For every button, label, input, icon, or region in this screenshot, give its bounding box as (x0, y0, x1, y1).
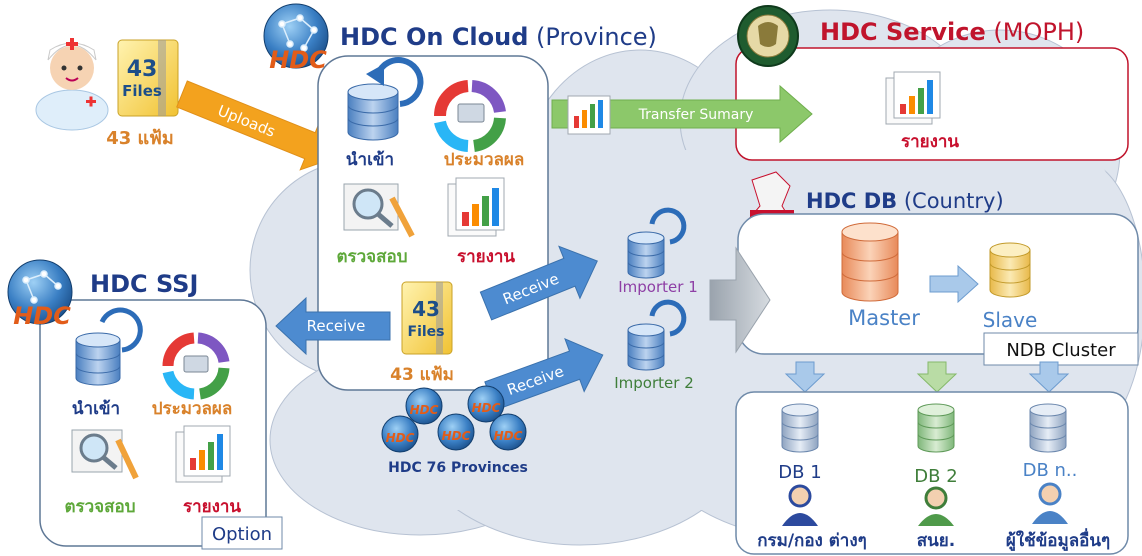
importer1-label: Importer 1 (618, 278, 698, 296)
cloud-files-count: 43 (412, 297, 440, 321)
importer2-database-icon (627, 299, 687, 371)
cloud-title-rest: (Province) (528, 23, 656, 51)
db-title: HDC DB (Country) (806, 189, 1004, 213)
cloud-files-word: Files (408, 324, 445, 340)
option-badge: Option (201, 516, 283, 550)
ssj-report-chart-icon (175, 425, 231, 483)
down-arrows (784, 361, 1070, 393)
ssj-import-label: นำเข้า (72, 399, 120, 419)
transfer-report-icon (567, 95, 611, 135)
master-database-icon (841, 222, 899, 302)
nurse-files-caption: 43 แฟ้ม (106, 128, 174, 149)
db-title-rest: (Country) (897, 189, 1004, 213)
ssj-report-label: รายงาน (183, 497, 241, 517)
ssj-import-database-icon (75, 307, 143, 386)
option-label: Option (212, 524, 272, 545)
cloud-import-label: นำเข้า (346, 150, 394, 170)
master-label: Master (848, 306, 920, 330)
ssj-check-magnifier-icon (71, 429, 139, 480)
db2-label: DB 2 (914, 466, 957, 487)
service-title-rest: (MOPH) (986, 18, 1084, 46)
receive-arrow-importer1: Receive (479, 245, 598, 321)
db1-label: DB 1 (778, 462, 821, 483)
ndb-cluster-label: NDB Cluster (1006, 340, 1116, 361)
db1-user-label: กรม/กอง ต่างๆ (757, 531, 867, 551)
master-to-slave-arrow (929, 264, 979, 304)
db2-database-icon (917, 403, 955, 453)
import-database-icon (347, 57, 424, 141)
user-person-icon (918, 486, 954, 526)
cloud-process-label: ประมวลผล (444, 150, 525, 170)
service-title-strong: HDC Service (820, 18, 986, 46)
cloud-report-label: รายงาน (457, 247, 515, 267)
cloud-check-label: ตรวจสอบ (336, 247, 407, 267)
nurse-files-count: 43 (127, 57, 158, 82)
nurse-icon (35, 38, 109, 131)
report-chart-icon (447, 177, 505, 237)
cloud-files-caption: 43 แฟ้ม (390, 365, 454, 385)
user-person-icon (782, 484, 818, 526)
service-report-label: รายงาน (901, 132, 959, 152)
hdc-ssj-logo-text: HDC (13, 302, 71, 330)
hdc-cloud-logo-icon: HDC (263, 3, 329, 74)
province-logo-text: HDC (472, 401, 501, 415)
dbn-user-label: ผู้ใช้ข้อมูลอื่นๆ (1006, 528, 1110, 552)
province-logo-text: HDC (494, 429, 523, 443)
db2-user-label: สนย. (917, 531, 955, 551)
cloud-title-strong: HDC On Cloud (340, 23, 528, 51)
dbn-label: DB n.. (1023, 460, 1078, 481)
hdc-cloud-logo-text: HDC (269, 46, 327, 74)
service-title: HDC Service (MOPH) (820, 18, 1084, 46)
zip-files-icon: 43 Files (117, 39, 179, 117)
provinces-label: HDC 76 Provinces (388, 460, 528, 476)
ssj-title: HDC SSJ (90, 270, 198, 298)
moph-seal-icon (737, 5, 799, 67)
hdc-provinces-logo-icon: HDC HDC HDC HDC HDC (381, 385, 527, 453)
importer2-label: Importer 2 (614, 374, 694, 392)
cloud-zip-files-icon: 43 Files (401, 281, 453, 355)
dbn-database-icon (1029, 403, 1067, 453)
importer1-database-icon (627, 207, 687, 279)
province-logo-text: HDC (442, 429, 471, 443)
db1-database-icon (781, 403, 819, 453)
service-report-chart-icon (885, 71, 941, 125)
receive-label-ssj: Receive (307, 317, 366, 335)
ssj-check-label: ตรวจสอบ (64, 497, 135, 517)
user-person-icon (1032, 482, 1068, 524)
ssj-process-cycle-icon (162, 332, 230, 400)
gray-merge-arrow (709, 246, 771, 354)
process-cycle-icon (433, 80, 506, 152)
province-logo-text: HDC (410, 403, 439, 417)
ndb-cluster-badge: NDB Cluster (983, 332, 1139, 366)
slave-database-icon (989, 242, 1031, 298)
receive-arrow-ssj: Receive (275, 296, 391, 356)
db-title-strong: HDC DB (806, 189, 897, 213)
ssj-process-label: ประมวลผล (152, 399, 233, 419)
slave-label: Slave (983, 308, 1038, 332)
transfer-label: Transfer Sumary (638, 107, 754, 123)
hdc-ssj-logo-icon: HDC (7, 259, 73, 330)
check-magnifier-icon (343, 183, 415, 238)
cloud-title: HDC On Cloud (Province) (340, 23, 657, 51)
nurse-files-word: Files (122, 82, 162, 100)
province-logo-text: HDC (386, 431, 415, 445)
